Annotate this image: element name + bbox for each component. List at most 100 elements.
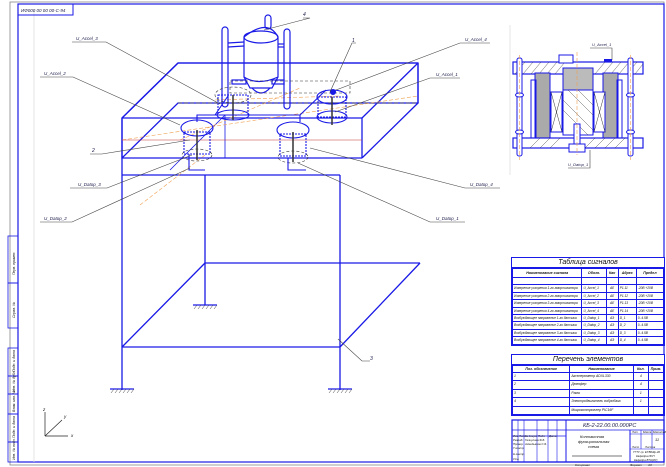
table-cell: 0..4.5В: [635, 336, 665, 345]
org-line-1: Кафедра ИСП: [636, 454, 656, 458]
table-cell: D_3: [617, 328, 637, 338]
elements-table-title: Перечень элементов: [512, 355, 664, 365]
table-cell: [511, 405, 571, 416]
table-cell: 2: [511, 380, 571, 390]
table-cell: [647, 380, 665, 390]
axis-z-label: z: [42, 407, 46, 412]
elements-table-header-row: Поз. обозначение Наименование Кол. Прим.: [511, 365, 665, 373]
stamp-top-left: ИФ000 00 00 00-С-94: [17, 3, 74, 16]
org-line-0: ТГТУ гр. ЕТВб4ф-46: [633, 450, 660, 454]
table-cell: 1: [632, 388, 649, 399]
table-cell: АЭ: [605, 313, 619, 323]
table-cell: [647, 405, 665, 416]
table-cell: U_Datop_3: [581, 328, 607, 338]
table-cell: Измерение ускорения 3-го амортизатора: [511, 299, 583, 308]
callout-u-datop-3: U_Datop_3: [78, 182, 101, 187]
damper-connection-bars: [188, 89, 327, 171]
format-label: Формат: [630, 463, 642, 467]
callout-u-accel-4: U_Accel_4: [465, 37, 487, 42]
strip-label-6: Инв. № подл.: [12, 438, 16, 460]
tb-role-0: Разраб.: [513, 438, 523, 442]
callout-pos-4: 4: [303, 12, 306, 18]
table-cell: 4: [632, 380, 649, 390]
table-cell: -20В +20В: [635, 299, 665, 308]
table-cell: АЭ: [605, 321, 619, 330]
header-cell: Обозн.: [581, 268, 607, 278]
drawing-title-line-1: Контактная: [580, 434, 605, 439]
table-cell: D_1: [617, 313, 637, 323]
table-cell: Р1.12: [617, 291, 637, 301]
title-block: КБ-2-22.00.00.000РС Контактная функциона…: [511, 419, 666, 467]
header-cell: Наименование: [569, 365, 634, 373]
table-cell: 4: [511, 397, 571, 407]
table-cell: 1: [632, 397, 649, 407]
table-cell: Измерение ускорения 2-го амортизатора: [511, 291, 583, 301]
header-cell: Кол.: [632, 365, 649, 373]
table-cell: [511, 276, 583, 286]
table-cell: [635, 276, 665, 286]
table-cell: АЕ: [605, 299, 619, 308]
header-cell: Наименование сигнала: [511, 268, 583, 278]
left-side-strip: Перв. примен. Справ. № Подп. и дата Инв.…: [7, 235, 19, 463]
table-cell: 3: [511, 388, 571, 399]
table-cell: D_2: [617, 321, 637, 330]
table-cell: -20В +20В: [635, 291, 665, 301]
table-cell: АЭ: [605, 328, 619, 338]
tb-header-0: Изм.: [513, 434, 519, 438]
tb-name-0: Галиулина Ф.Б.: [525, 438, 545, 442]
table-cell: [647, 371, 665, 382]
callout-u-datop-4: U_Datop_4: [470, 182, 493, 187]
callout-pos-2: 2: [91, 148, 95, 154]
sheet-frame: [17, 3, 665, 463]
elements-table: Перечень элементов Поз. обозначение Наим…: [511, 354, 665, 417]
table-cell: 1: [511, 371, 571, 382]
signal-table: Таблица сигналов Наименование сигнала Об…: [511, 257, 665, 346]
table-cell: [581, 276, 607, 286]
axes-indicator: z y x: [42, 407, 74, 438]
sheet-label: Лист: [631, 445, 640, 449]
designation-code: КБ-2-22.00.00.000РС: [583, 423, 636, 429]
tb-header-4: Дата: [548, 434, 557, 438]
table-cell: U_Datop_1: [581, 313, 607, 323]
header-cell: Прим.: [647, 365, 665, 373]
callout-u-datop-1: U_Datop_1: [436, 216, 459, 221]
callout-u-accel-3: U_Accel_3: [76, 36, 98, 41]
stage-header-2: Масштаб: [653, 430, 666, 434]
damper-section-view: U_Accel_1 U_Datop_1: [509, 25, 644, 175]
callout-pos-3: 3: [370, 356, 373, 362]
tb-header-3: Подп.: [538, 434, 546, 438]
tb-role-3: Н.контр.: [513, 452, 525, 456]
callout-u-accel-2: U_Accel_2: [44, 71, 66, 76]
table-cell: 0..4.5В: [635, 321, 665, 330]
damper-2: [276, 121, 310, 164]
table-cell: U_Accel_1: [581, 284, 607, 293]
table-cell: -20В +20В: [635, 306, 665, 316]
table-cell: АЕ: [605, 306, 619, 316]
strip-label-4: Взам. инв. №: [12, 390, 16, 412]
drawing-title-line-3: схема: [588, 444, 600, 449]
callout-u-datop-2: U_Datop_2: [44, 216, 67, 221]
strip-label-0: Перв. примен.: [12, 252, 16, 275]
sheet-count: 11: [655, 437, 659, 442]
sheets-label: Листов: [644, 445, 656, 449]
tb-role-4: Утв.: [513, 457, 520, 461]
table-cell: [605, 276, 619, 286]
tb-name-1: Ахмедьянов С.Б.: [524, 442, 547, 446]
strip-label-2: Подп. и дата: [12, 350, 16, 372]
table-cell: Р1.13: [617, 299, 637, 308]
table-cell: Возбуждающее напряжение 2-го датчика: [511, 321, 583, 330]
header-cell: Кан: [605, 268, 619, 278]
table-cell: АЭ: [605, 336, 619, 345]
vibrator-motor: [221, 14, 291, 110]
table-cell: [617, 276, 637, 286]
section-callout-u-accel: U_Accel_1: [592, 42, 611, 47]
table-cell: 0..4.5В: [635, 328, 665, 338]
